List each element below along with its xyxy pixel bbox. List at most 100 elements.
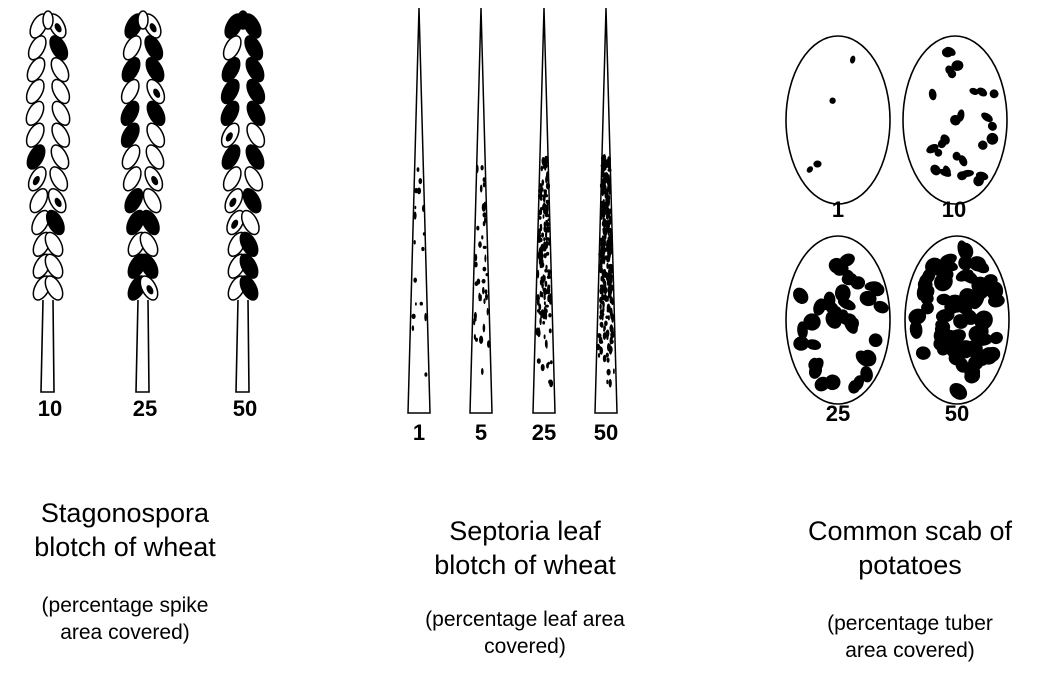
tuber-level-label: 10: [924, 199, 984, 221]
potato-tuber: [903, 36, 1007, 204]
lesion: [606, 249, 608, 252]
leaf-level-label: 50: [576, 422, 636, 444]
lesion: [604, 177, 607, 180]
lesion: [538, 327, 540, 335]
spike-stalk: [136, 300, 149, 392]
spikelet: [143, 120, 168, 150]
lesion: [413, 278, 417, 283]
lesion: [599, 340, 603, 344]
spike-stalk: [41, 300, 54, 392]
lesion: [415, 206, 417, 209]
lesion: [412, 325, 414, 331]
lesion: [476, 165, 478, 173]
lesion: [608, 287, 612, 295]
lesion: [598, 264, 602, 269]
lesion: [417, 188, 421, 195]
lesion: [540, 207, 542, 215]
lesion: [483, 246, 487, 249]
lesion: [484, 254, 486, 262]
spikelet: [218, 99, 243, 129]
lesion: [606, 263, 608, 269]
lesion: [481, 235, 483, 239]
lesion: [603, 287, 607, 294]
lesion: [605, 316, 609, 319]
lesion: [541, 166, 543, 172]
lesion: [547, 276, 551, 279]
lesion: [541, 364, 545, 371]
lesion: [607, 296, 609, 302]
septoria-subtitle: (percentage leaf area covered): [395, 606, 655, 660]
lesion: [483, 182, 486, 187]
lesion: [543, 208, 546, 214]
wheat-leaf: [470, 8, 492, 413]
lesion: [607, 304, 611, 313]
lesion: [602, 172, 604, 178]
lesion: [487, 340, 490, 348]
lesion: [602, 235, 604, 241]
lesion: [537, 298, 540, 306]
tuber-level-label: 25: [808, 403, 868, 425]
spikelet: [238, 11, 248, 29]
lesion: [545, 176, 548, 183]
lesion: [538, 216, 542, 220]
lesion: [541, 276, 545, 281]
lesion: [539, 183, 543, 188]
lesion: [597, 333, 601, 338]
wheat-spike: [118, 11, 169, 392]
leaf-level-label: 25: [514, 422, 574, 444]
lesion: [480, 185, 483, 193]
lesion: [544, 194, 548, 197]
lesion: [610, 264, 613, 270]
lesion: [419, 178, 423, 184]
spikelet: [23, 120, 48, 150]
lesion: [598, 353, 600, 358]
lesion: [609, 189, 611, 195]
lesion: [606, 243, 608, 247]
wheat-spike: [23, 11, 74, 392]
stagonospora-subtitle: (percentage spike area covered): [0, 592, 250, 646]
wheat-leaf: [408, 8, 430, 413]
lesion: [420, 302, 423, 306]
lesion: [543, 288, 547, 296]
lesion: [602, 301, 604, 308]
lesion: [540, 197, 543, 200]
lesion: [548, 380, 552, 385]
title-line: Common scab of: [780, 514, 1040, 548]
lesion: [474, 262, 478, 268]
spikelet: [43, 11, 53, 29]
lesion: [608, 235, 612, 240]
tuber-level-label: 1: [808, 199, 868, 221]
potato-tuber: [786, 36, 890, 204]
lesion: [474, 312, 477, 320]
lesion: [544, 301, 546, 305]
lesion: [415, 302, 417, 305]
lesion: [606, 207, 609, 214]
lesion: [609, 228, 612, 233]
lesion: [602, 276, 604, 282]
lesion: [479, 336, 483, 344]
lesion: [603, 329, 605, 332]
lesion: [539, 248, 541, 254]
lesion: [537, 358, 541, 364]
common-scab-title: Common scab of potatoes: [780, 514, 1040, 582]
lesion: [546, 340, 548, 349]
lesion: [602, 290, 604, 294]
lesion: [602, 312, 604, 321]
lesion: [613, 368, 615, 374]
lesion: [602, 185, 605, 191]
title-line: potatoes: [780, 548, 1040, 582]
lesion: [423, 232, 426, 236]
lesion: [541, 244, 545, 251]
septoria-title: Septoria leaf blotch of wheat: [395, 514, 655, 582]
spikelet: [138, 11, 148, 29]
lesion: [607, 160, 609, 164]
lesion: [422, 205, 425, 212]
title-line: blotch of wheat: [0, 530, 250, 564]
lesion: [550, 360, 553, 364]
lesion: [483, 298, 485, 304]
lesion: [483, 177, 486, 182]
wheat-spike: [218, 11, 269, 392]
lesion: [486, 273, 489, 276]
lesion: [481, 368, 484, 375]
lesion: [599, 304, 601, 310]
